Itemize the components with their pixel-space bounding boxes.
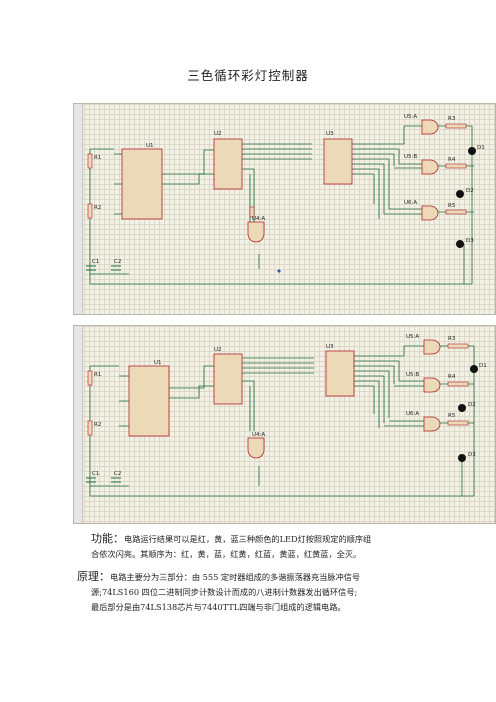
label-d1: D1 <box>479 363 487 369</box>
label-r5: R5 <box>448 413 456 419</box>
label-r1: R1 <box>94 155 101 161</box>
label-u3: U3 <box>326 344 334 350</box>
schematic-2-drawing: U1 U2 U3 U4:A U5:A U5:B U6:A R1 R2 R3 R4… <box>86 334 487 497</box>
schematic-1-drawing: U1 U2 U3 U4:A U5:A U5:B U6:A R1 R2 R3 R4… <box>86 114 485 285</box>
editor-toolbar-strip <box>74 326 83 523</box>
label-u2: U2 <box>214 131 222 137</box>
label-c1: C1 <box>92 259 99 265</box>
label-u6a: U6:A <box>404 200 417 206</box>
circuit-schematic-2: U1 U2 U3 U4:A U5:A U5:B U6:A R1 R2 R3 R4… <box>73 325 496 524</box>
label-u6a: U6:A <box>406 411 419 417</box>
label-r4: R4 <box>448 157 456 163</box>
page-title: 三色循环彩灯控制器 <box>187 68 309 83</box>
label-r2: R2 <box>94 422 101 428</box>
principle-line-3: 最后部分是由74LS138芯片与7440TTL四端与非门组成的逻辑电路。 <box>91 602 346 612</box>
label-r1: R1 <box>94 372 101 378</box>
label-c2: C2 <box>114 259 121 265</box>
label-u5b: U5:B <box>404 154 417 160</box>
label-u5a: U5:A <box>406 334 419 340</box>
principle-paragraph: 原理：电路主要分为三部分：由 555 定时器组成的多谐振荡器充当脉冲信号 源;7… <box>77 569 487 615</box>
principle-line-2: 源;74LS160 四位二进制同步计数设计而成的八进制计数器发出循环信号; <box>91 587 358 597</box>
label-u1: U1 <box>154 360 162 366</box>
function-line-2: 合依次闪亮。其顺序为：红，黄，蓝，红黄，红蓝，黄蓝，红黄蓝，全灭。 <box>91 549 362 559</box>
function-paragraph: 功能：电路运行结果可以是红，黄，蓝三种颜色的LED灯按照规定的顺序组 合依次闪亮… <box>77 531 487 562</box>
label-c1: C1 <box>92 471 99 477</box>
label-u4: U4:A <box>252 432 265 438</box>
label-d3: D3 <box>468 452 476 458</box>
function-line-1: 电路运行结果可以是红，黄，蓝三种颜色的LED灯按照规定的顺序组 <box>124 534 372 544</box>
label-u4: U4:A <box>252 216 265 222</box>
label-d1: D1 <box>477 145 485 151</box>
editor-toolbar-strip <box>74 104 83 314</box>
label-r3: R3 <box>448 336 456 342</box>
label-u2: U2 <box>214 347 222 353</box>
label-d2: D2 <box>468 402 476 408</box>
label-r3: R3 <box>448 116 456 122</box>
function-label: 功能： <box>91 532 124 545</box>
label-r5: R5 <box>448 203 456 209</box>
label-d3: D3 <box>466 238 474 244</box>
principle-label: 原理： <box>77 570 110 583</box>
label-r4: R4 <box>448 374 456 380</box>
label-u5a: U5:A <box>404 114 417 120</box>
label-r2: R2 <box>94 205 101 211</box>
label-d2: D2 <box>466 188 474 194</box>
principle-line-1: 电路主要分为三部分：由 555 定时器组成的多谐振荡器充当脉冲信号 <box>110 572 361 582</box>
label-u3: U3 <box>326 131 334 137</box>
circuit-schematic-1: U1 U2 U3 U4:A U5:A U5:B U6:A R1 R2 R3 R4… <box>73 103 496 315</box>
label-u1: U1 <box>146 143 154 149</box>
label-c2: C2 <box>114 471 121 477</box>
label-u5b: U5:B <box>406 372 419 378</box>
